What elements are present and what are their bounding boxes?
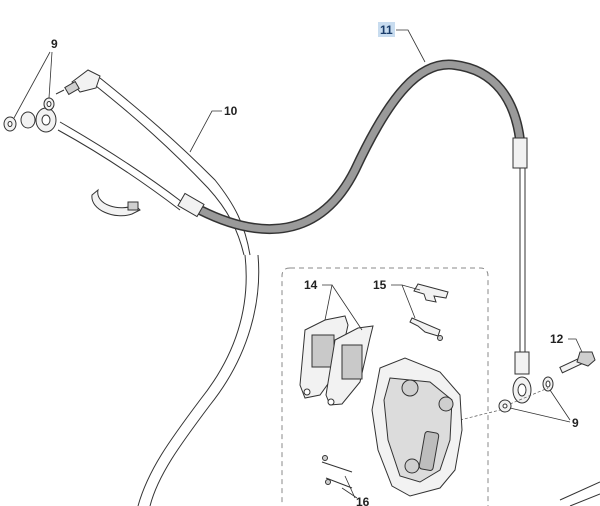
- callout-16: 16: [341, 475, 370, 506]
- caliper-group-frame: [281, 267, 489, 506]
- callout-14: 14: [304, 278, 363, 331]
- bottom-right-fragment: [559, 481, 600, 506]
- callout-10-label: 10: [224, 104, 238, 118]
- callout-12: 12: [550, 332, 583, 353]
- callout-15-label: 15: [373, 278, 387, 292]
- callout-9-right-label: 9: [572, 416, 579, 430]
- callout-9-top-label: 9: [51, 37, 58, 51]
- callout-9-right: 9: [509, 389, 579, 430]
- assembly-axis: [459, 409, 501, 421]
- right-fitting-tube: [514, 351, 530, 375]
- left-banjo-hole: [41, 114, 51, 126]
- callout-16-label: 16: [356, 495, 370, 506]
- hose-lower-loop-inner: [149, 254, 260, 506]
- callout-10: 10: [189, 104, 238, 153]
- top-fitting-nut: [64, 80, 80, 96]
- callout-9-top: 9: [13, 37, 58, 119]
- brake-hose-11: [195, 59, 525, 235]
- callout-11: 11: [378, 22, 426, 63]
- right-banjo-hole: [517, 383, 527, 397]
- cable-tie-head: [127, 201, 139, 211]
- hose-ferrule-left: [177, 192, 205, 218]
- washer-9d-hole: [545, 380, 551, 388]
- callout-15: 15: [373, 278, 421, 319]
- hose-lower-loop: [137, 254, 247, 506]
- brake-pads-14: [299, 315, 374, 406]
- top-fitting-elbow: [71, 69, 101, 93]
- callout-11-label: 11: [380, 23, 393, 37]
- washer-9b-hole: [46, 101, 52, 107]
- callout-11-highlight: [378, 22, 395, 37]
- top-fitting-stud: [55, 89, 65, 95]
- caliper-pins-16: [321, 455, 353, 489]
- brake-caliper: [371, 357, 463, 497]
- brake-line-lower-2: [57, 129, 181, 211]
- washer-9a-hole: [7, 121, 13, 127]
- pad-spring-15: [409, 283, 449, 341]
- brake-line-lower: [59, 121, 183, 203]
- hose-ferrule-right: [512, 137, 528, 169]
- callout-12-label: 12: [550, 332, 564, 346]
- washer-9e-hole: [502, 403, 508, 409]
- assembly-axis-2: [509, 387, 549, 405]
- callout-14-label: 14: [304, 278, 318, 292]
- banjo-bolt-12: [559, 351, 596, 374]
- brake-hose-11-fill: [196, 61, 524, 233]
- washer-9c: [20, 111, 36, 129]
